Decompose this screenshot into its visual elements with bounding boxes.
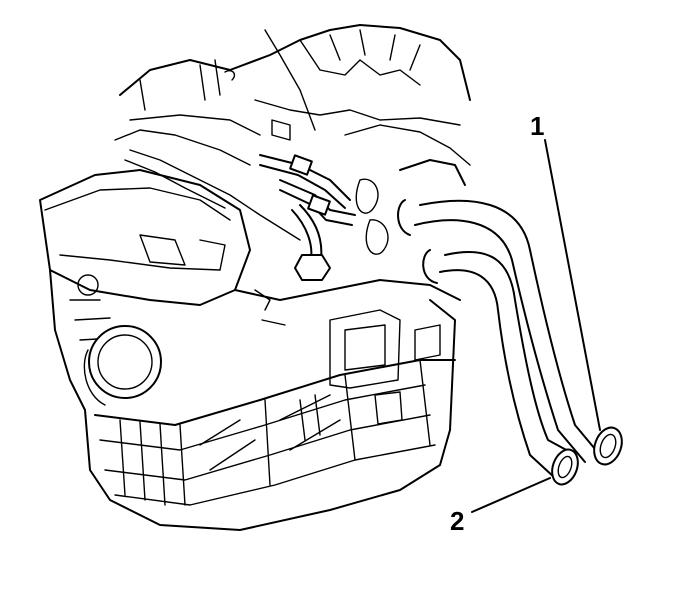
callout-2: 2	[450, 477, 551, 536]
hose-clamps	[397, 199, 438, 284]
pulley	[83, 325, 162, 406]
callout-1-label: 1	[530, 111, 544, 141]
oil-pan	[84, 299, 456, 531]
upper-engine-components	[114, 24, 471, 186]
cooler-line-fittings	[254, 154, 389, 326]
hose-2	[439, 251, 579, 486]
callout-1: 1	[530, 111, 601, 431]
callout-2-label: 2	[450, 506, 464, 536]
engine-block	[39, 149, 461, 411]
hose-1	[414, 199, 623, 466]
